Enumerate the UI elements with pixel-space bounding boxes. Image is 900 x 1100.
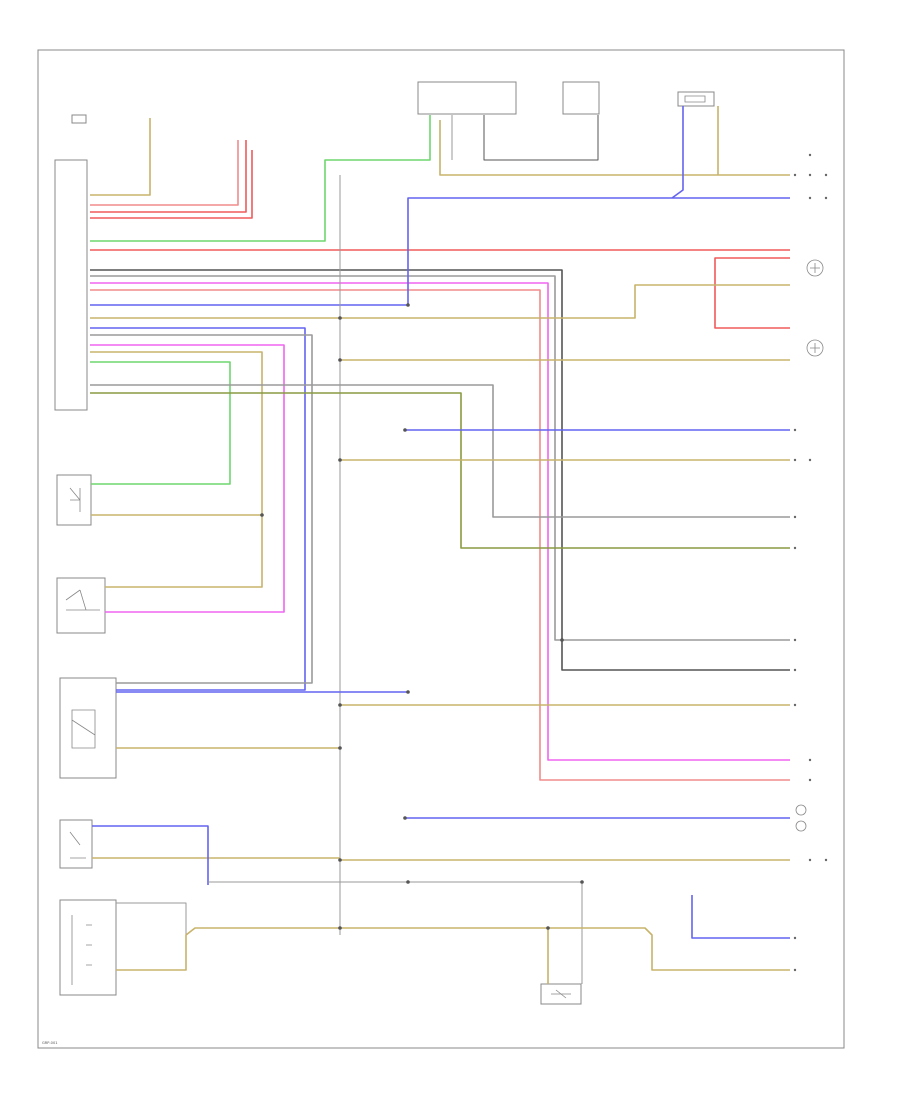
top-module-b bbox=[562, 81, 600, 115]
fuse-connector bbox=[71, 114, 87, 124]
lamps bbox=[795, 259, 824, 832]
diagram-frame bbox=[37, 49, 845, 1049]
components bbox=[54, 81, 715, 1005]
switch-5 bbox=[59, 899, 117, 996]
footer-code: GRP-001 bbox=[42, 1041, 58, 1045]
wires bbox=[90, 106, 790, 984]
control-module bbox=[54, 159, 88, 411]
top-module-a bbox=[417, 81, 517, 115]
switch-1 bbox=[56, 474, 92, 526]
bottom-relay bbox=[540, 983, 582, 1005]
splices bbox=[260, 303, 584, 930]
switch-4 bbox=[59, 819, 93, 869]
terminals bbox=[793, 153, 828, 972]
switch-3 bbox=[59, 677, 117, 779]
switch-details bbox=[65, 95, 706, 999]
switch-2 bbox=[56, 577, 106, 634]
top-module-c bbox=[677, 91, 715, 107]
